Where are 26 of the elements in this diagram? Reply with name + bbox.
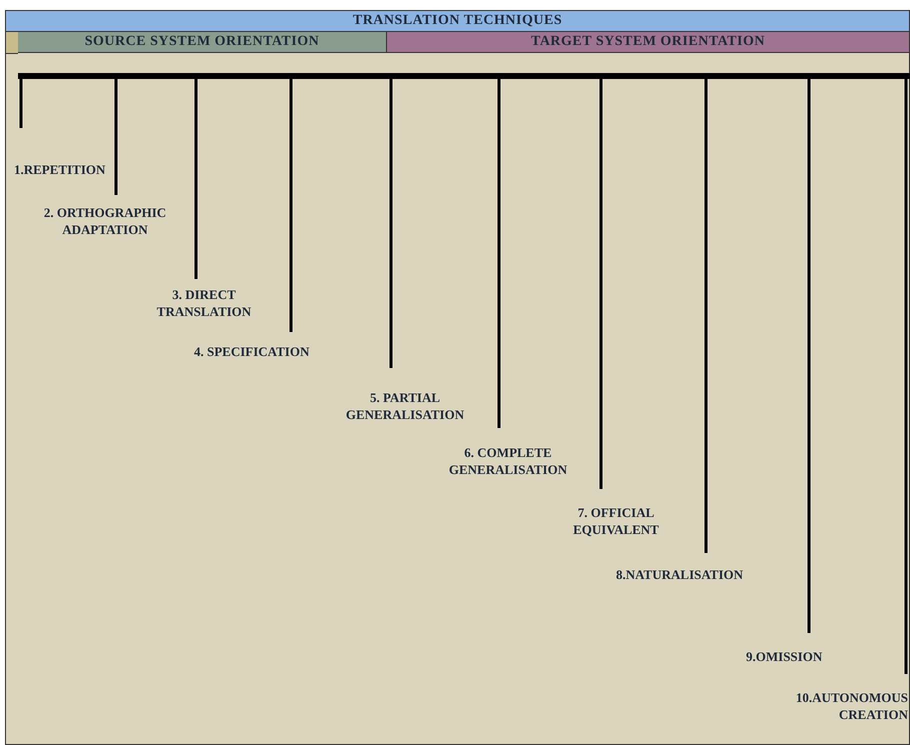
connector-line (194, 79, 198, 279)
technique-name: 4. SPECIFICATION (194, 344, 310, 359)
band-label: SOURCE SYSTEM ORIENTATION (84, 34, 320, 50)
orientation-band (386, 32, 909, 53)
technique-name: 5. PARTIAL GENERALISATION (346, 390, 464, 422)
technique-name: 8.NATURALISATION (616, 567, 744, 582)
connector-line (290, 79, 292, 332)
connector-line (114, 79, 118, 195)
connector-line (498, 79, 500, 428)
bracket-bar (18, 73, 910, 79)
technique-name: 10.AUTONOMOUS CREATION (796, 690, 908, 722)
technique-name: 9.OMISSION (746, 649, 822, 664)
connector-line (704, 79, 708, 553)
title: TRANSLATION TECHNIQUES (352, 13, 562, 29)
orientation-band (18, 32, 386, 53)
connector-line (904, 79, 908, 674)
technique-name: 7. OFFICIAL EQUIVALENT (573, 505, 659, 537)
connector-line (600, 79, 602, 489)
technique-name: 6. COMPLETE GENERALISATION (448, 445, 568, 477)
connector-line (390, 79, 392, 368)
technique-name: 2. ORTHOGRAPHIC ADAPTATION (44, 205, 166, 237)
connector-line (20, 79, 22, 128)
band-label: TARGET SYSTEM ORIENTATION (531, 34, 765, 50)
technique-name: 3. DIRECT TRANSLATION (156, 287, 252, 319)
technique-name: 1.REPETITION (14, 162, 106, 177)
connector-line (808, 79, 810, 633)
